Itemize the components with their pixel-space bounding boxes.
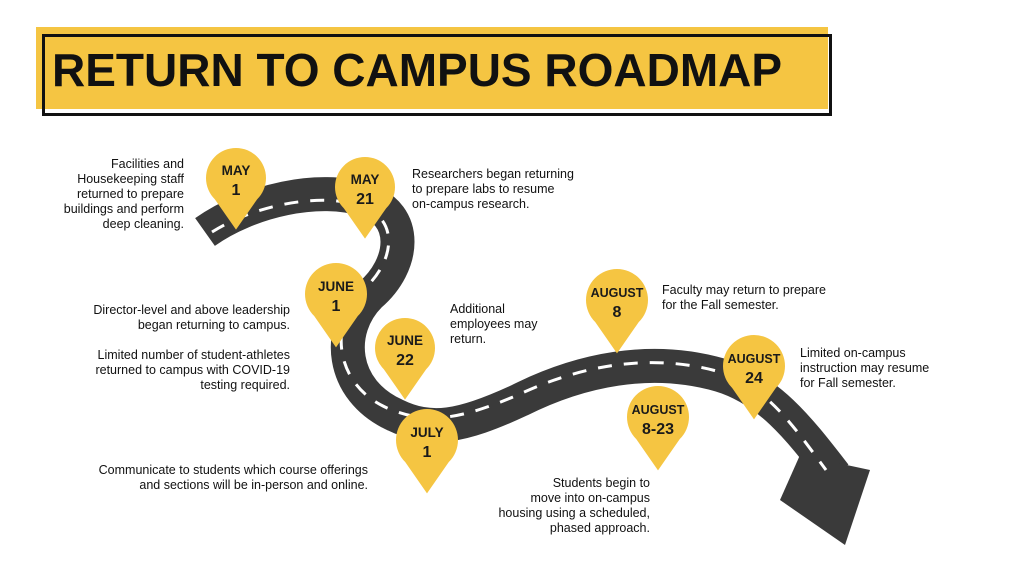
note-june-1-athletes: Limited number of student-athletes retur… (95, 348, 290, 392)
pin-day-august-8-23: 8-23 (642, 421, 674, 438)
pin-marker-july-1 (396, 409, 458, 494)
note-may-21: Researchers began returning to prepare l… (412, 167, 574, 211)
pin-day-may-1: 1 (232, 182, 241, 199)
note-june-22: Additional employees may return. (450, 302, 538, 346)
pin-month-may-21: MAY (351, 172, 380, 187)
pin-month-august-8-23: AUGUST (632, 403, 685, 417)
pin-month-july-1: JULY (410, 425, 443, 440)
pin-month-august-24: AUGUST (728, 352, 781, 366)
note-july-1: Communicate to students which course off… (98, 463, 368, 492)
title-frame (42, 34, 832, 116)
note-august-24: Limited on-campus instruction may resume… (800, 346, 930, 390)
pin-marker-august-8 (586, 268, 648, 354)
pin-day-august-8: 8 (613, 304, 622, 321)
pin-marker-may-1 (205, 148, 266, 230)
milestone-pin-august-8-23: AUGUST 8-23 (627, 385, 690, 471)
note-august-8: Faculty may return to prepare for the Fa… (662, 283, 826, 312)
milestone-pins: MAY1MAY21JUNE1JUNE22JULY1AUGUST8AUGUST8-… (205, 148, 785, 494)
milestone-pin-may-1: MAY 1 (205, 148, 266, 230)
pin-month-may-1: MAY (222, 163, 251, 178)
pin-day-june-1: 1 (332, 298, 341, 315)
pin-day-august-24: 24 (745, 370, 763, 387)
pin-day-july-1: 1 (423, 444, 432, 461)
pin-day-may-21: 21 (356, 191, 374, 208)
pin-marker-may-21 (335, 157, 396, 239)
title-highlight (36, 27, 828, 109)
pin-marker-june-1 (304, 263, 367, 348)
pin-day-june-22: 22 (396, 352, 414, 369)
milestone-pin-june-1: JUNE 1 (304, 263, 367, 348)
note-june-1-leadership: Director-level and above leadership bega… (93, 303, 290, 332)
milestone-pin-august-8: AUGUST 8 (586, 268, 648, 354)
milestone-pin-june-22: JUNE 22 (375, 318, 436, 400)
pin-marker-august-24 (723, 334, 785, 420)
pin-marker-june-22 (375, 318, 436, 400)
pin-month-august-8: AUGUST (591, 286, 644, 300)
milestone-pin-july-1: JULY 1 (396, 409, 458, 494)
milestone-pin-august-24: AUGUST 24 (723, 334, 785, 420)
pin-month-june-22: JUNE (387, 333, 423, 348)
page-title: RETURN TO CAMPUS ROADMAP (52, 44, 783, 96)
note-august-8-23: Students begin to move into on-campus ho… (498, 476, 650, 535)
pin-month-june-1: JUNE (318, 279, 354, 294)
road-end (780, 455, 870, 545)
pin-marker-august-8-23 (627, 385, 690, 471)
note-may-1: Facilities and Housekeeping staff return… (63, 157, 184, 231)
milestone-pin-may-21: MAY 21 (335, 157, 396, 239)
